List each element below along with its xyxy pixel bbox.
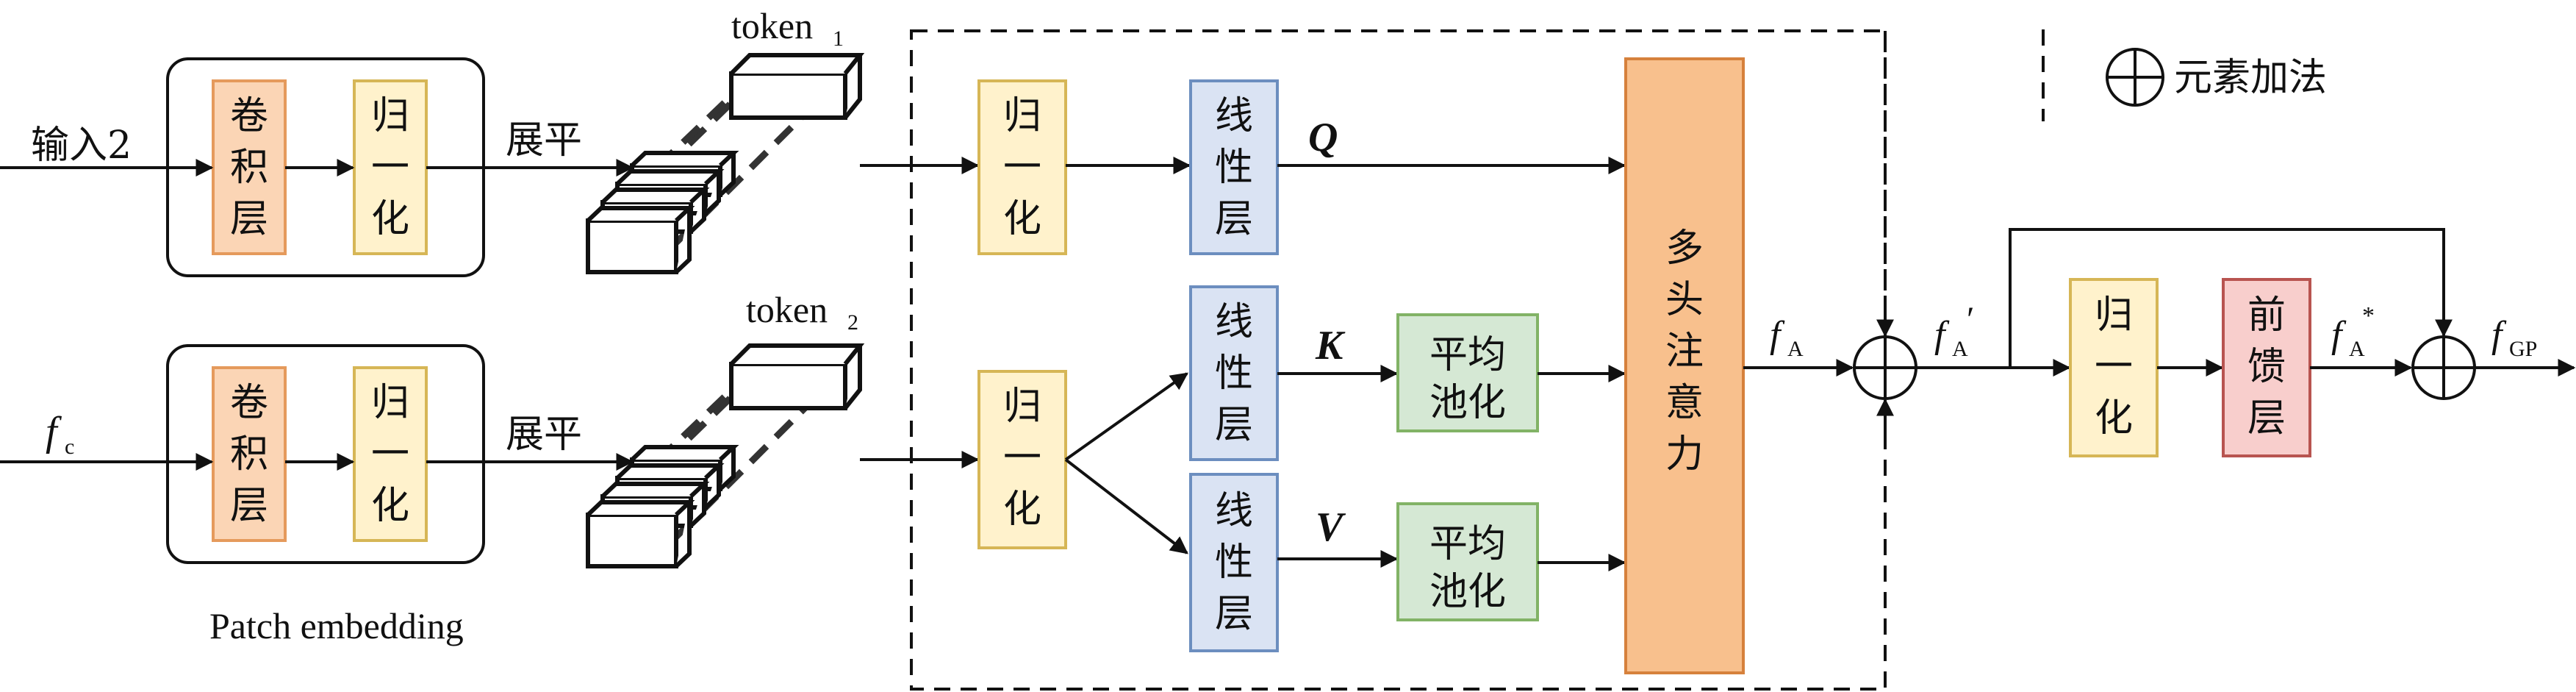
norm-block-ff: 归 一 化 [2069, 278, 2159, 457]
fA-star-label: f [2331, 314, 2347, 356]
token2-subscript: 2 [847, 310, 858, 335]
fc-label: f [46, 409, 62, 454]
norm-block-kv: 归 一 化 [977, 370, 1067, 549]
patch-embedding-group-2 [166, 344, 485, 564]
q-label: Q [1308, 115, 1338, 160]
ffn-char-1: 馈 [2247, 345, 2286, 389]
elementwise-add-node-2 [2411, 335, 2476, 400]
fA-label: f [1770, 314, 1785, 356]
norm-kv-char-1: 一 [1003, 436, 1041, 480]
token2-label: token [746, 289, 828, 330]
norm-kv-char-0: 归 [1003, 385, 1041, 429]
pool-k-line-1: 池化 [1429, 381, 1506, 425]
token-stack-1 [585, 53, 865, 274]
conv1-char-0: 卷 [230, 94, 268, 138]
norm-ff-char-0: 归 [2095, 293, 2133, 338]
norm-block-a2: 归 一 化 [353, 366, 428, 542]
norm-q-char-1: 一 [1003, 146, 1041, 190]
ffn-char-2: 层 [2247, 396, 2286, 440]
fA-star-superscript: * [2362, 302, 2375, 329]
mha-char-3: 意 [1665, 381, 1704, 425]
norm-kv-char-2: 化 [1003, 488, 1041, 532]
fA-prime-label: f [1934, 314, 1950, 356]
norm-ff-char-1: 一 [2095, 345, 2133, 389]
linear-k-char-0: 线 [1215, 300, 1253, 344]
flatten-label-2: 展平 [506, 413, 582, 457]
conv-layer-block-1: 卷 积 层 [212, 79, 287, 255]
linear-block-q: 线 性 层 [1189, 79, 1279, 255]
norm-a1-char-2: 化 [371, 197, 409, 241]
norm-q-char-0: 归 [1003, 94, 1041, 138]
fA-star-subscript: A [2349, 337, 2365, 361]
linear-q-char-1: 性 [1215, 146, 1253, 190]
norm-block-q: 归 一 化 [977, 79, 1067, 255]
norm-ff-char-2: 化 [2095, 396, 2133, 440]
fA-subscript: A [1787, 337, 1804, 361]
norm-a2-char-2: 化 [371, 484, 409, 528]
norm-a2-char-0: 归 [371, 381, 409, 425]
linear-v-char-0: 线 [1215, 489, 1253, 533]
avg-pool-block-k: 平均 池化 [1396, 313, 1539, 432]
fA-prime-subscript: A [1952, 337, 1968, 361]
linear-q-char-2: 层 [1215, 197, 1253, 241]
linear-v-char-2: 层 [1215, 592, 1253, 636]
conv2-char-2: 层 [230, 484, 268, 528]
token1-subscript: 1 [833, 26, 844, 51]
skip-connection [2009, 228, 2453, 368]
arrow-norm-kv-to-v [1064, 458, 1188, 554]
norm-a2-char-1: 一 [371, 432, 409, 477]
legend: 元素加法 [2042, 29, 2327, 121]
norm-a1-char-1: 一 [371, 146, 409, 190]
multi-head-attention-block: 多 头 注 意 力 [1624, 57, 1745, 674]
pool-v-line-0: 平均 [1429, 522, 1506, 566]
conv1-char-1: 积 [230, 146, 268, 190]
linear-block-v: 线 性 层 [1189, 473, 1279, 652]
feedforward-block: 前 馈 层 [2222, 278, 2311, 457]
avg-pool-block-v: 平均 池化 [1396, 502, 1539, 621]
conv-layer-block-2: 卷 积 层 [212, 366, 287, 542]
fc-subscript: c [65, 435, 74, 459]
pool-v-line-1: 池化 [1429, 570, 1506, 614]
patch-embedding-label: Patch embedding [209, 605, 464, 646]
norm-q-char-2: 化 [1003, 197, 1041, 241]
conv2-char-1: 积 [230, 432, 268, 477]
mha-char-2: 注 [1665, 329, 1704, 374]
fA-prime-mark: ′ [1967, 300, 1975, 339]
norm-block-a1: 归 一 化 [353, 79, 428, 255]
ffn-char-0: 前 [2247, 293, 2286, 338]
token-stack-2 [585, 343, 865, 568]
arrow-norm-kv-to-k [1064, 372, 1188, 461]
fGP-label: f [2491, 314, 2507, 356]
mha-char-1: 头 [1665, 278, 1704, 322]
v-label: V [1316, 504, 1346, 550]
legend-add-icon [2106, 48, 2164, 107]
conv2-char-0: 卷 [230, 381, 268, 425]
legend-add-label: 元素加法 [2174, 56, 2327, 100]
linear-v-char-1: 性 [1215, 541, 1253, 585]
fGP-subscript: GP [2509, 337, 2537, 361]
linear-k-char-2: 层 [1215, 403, 1253, 447]
token1-label: token [731, 5, 813, 46]
flatten-label-1: 展平 [506, 118, 582, 163]
pool-k-line-0: 平均 [1429, 333, 1506, 377]
mha-char-4: 力 [1665, 432, 1704, 477]
linear-block-k: 线 性 层 [1189, 285, 1279, 461]
linear-k-char-1: 性 [1215, 352, 1253, 396]
k-label: K [1315, 323, 1346, 368]
linear-q-char-0: 线 [1215, 94, 1253, 138]
elementwise-add-node-1 [1853, 335, 1917, 400]
conv1-char-2: 层 [230, 197, 268, 241]
mha-char-0: 多 [1665, 226, 1704, 271]
input2-label: 输入2 [31, 124, 132, 168]
norm-a1-char-0: 归 [371, 94, 409, 138]
